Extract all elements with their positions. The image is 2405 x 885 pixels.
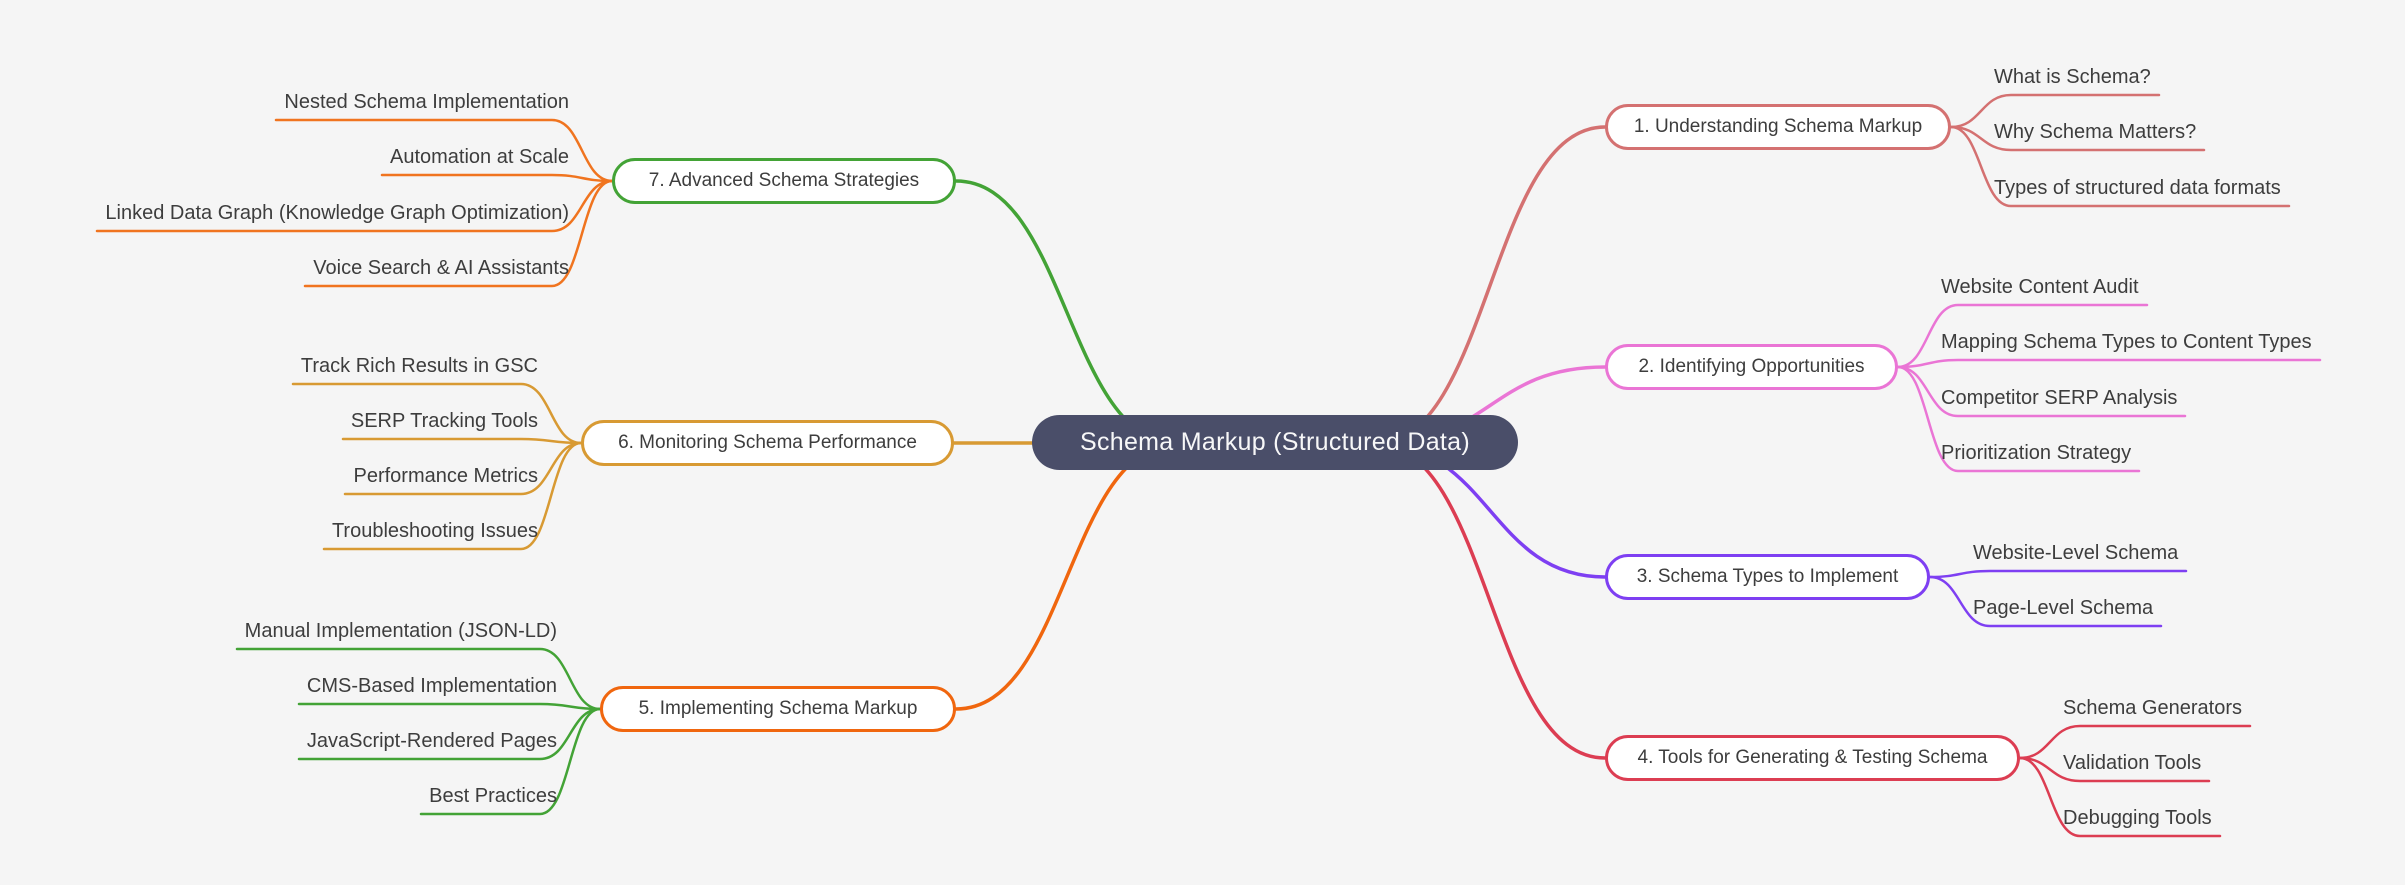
child-link-2-3 bbox=[1896, 365, 2187, 418]
branch-node-2[interactable]: 2. Identifying Opportunities bbox=[1605, 344, 1898, 390]
child-topic-6-2: SERP Tracking Tools bbox=[350, 410, 538, 432]
branch-node-6[interactable]: 6. Monitoring Schema Performance bbox=[581, 420, 954, 466]
child-link-6-3 bbox=[343, 441, 583, 496]
root-link-1 bbox=[1373, 125, 1607, 446]
child-link-6-1 bbox=[291, 382, 583, 445]
child-topic-5-4: Best Practices bbox=[429, 785, 557, 807]
child-topic-4-2: Validation Tools bbox=[2063, 752, 2202, 774]
child-link-5-2 bbox=[297, 702, 602, 711]
child-link-6-2 bbox=[341, 437, 583, 445]
child-topic-1-1: What is Schema? bbox=[1994, 66, 2151, 88]
child-link-2-1 bbox=[1896, 303, 2149, 369]
central-node[interactable]: Schema Markup (Structured Data) bbox=[1032, 415, 1518, 470]
root-link-7 bbox=[954, 179, 1180, 446]
child-link-7-3 bbox=[95, 179, 614, 233]
child-link-4-3 bbox=[2018, 756, 2222, 838]
child-topic-6-1: Track Rich Results in GSC bbox=[300, 355, 538, 377]
child-topic-4-3: Debugging Tools bbox=[2063, 807, 2212, 829]
branch-node-4[interactable]: 4. Tools for Generating & Testing Schema bbox=[1605, 735, 2020, 781]
child-link-3-1 bbox=[1928, 569, 2188, 579]
child-link-4-1 bbox=[2018, 724, 2252, 760]
child-topic-4-1: Schema Generators bbox=[2063, 697, 2242, 719]
child-topic-2-2: Mapping Schema Types to Content Types bbox=[1941, 331, 2312, 353]
child-link-2-4 bbox=[1896, 365, 2141, 473]
child-topic-1-3: Types of structured data formats bbox=[1994, 177, 2281, 199]
branch-node-1[interactable]: 1. Understanding Schema Markup bbox=[1605, 104, 1951, 150]
child-topic-2-1: Website Content Audit bbox=[1941, 276, 2139, 298]
child-topic-6-3: Performance Metrics bbox=[353, 465, 539, 487]
child-link-7-1 bbox=[274, 118, 614, 183]
child-link-7-2 bbox=[380, 173, 614, 183]
child-link-5-3 bbox=[297, 707, 602, 761]
child-link-5-4 bbox=[419, 707, 602, 816]
child-topic-7-4: Voice Search & AI Assistants bbox=[313, 257, 569, 279]
child-link-4-2 bbox=[2018, 756, 2211, 783]
child-topic-3-2: Page-Level Schema bbox=[1973, 597, 2154, 619]
branch-node-7[interactable]: 7. Advanced Schema Strategies bbox=[612, 158, 956, 204]
child-link-2-2 bbox=[1896, 358, 2322, 369]
child-topic-1-2: Why Schema Matters? bbox=[1994, 121, 2197, 143]
child-topic-7-1: Nested Schema Implementation bbox=[284, 91, 569, 113]
child-link-1-3 bbox=[1949, 125, 2291, 208]
root-link-5 bbox=[954, 442, 1180, 711]
child-link-5-1 bbox=[235, 647, 602, 711]
child-link-3-2 bbox=[1928, 575, 2163, 628]
root-link-4 bbox=[1373, 442, 1607, 760]
child-link-1-1 bbox=[1949, 93, 2161, 129]
child-link-1-2 bbox=[1949, 125, 2206, 152]
child-link-6-4 bbox=[322, 441, 583, 551]
branch-node-3[interactable]: 3. Schema Types to Implement bbox=[1605, 554, 1930, 600]
child-topic-3-1: Website-Level Schema bbox=[1973, 542, 2179, 564]
branch-node-5[interactable]: 5. Implementing Schema Markup bbox=[600, 686, 956, 732]
child-topic-5-3: JavaScript-Rendered Pages bbox=[306, 730, 557, 752]
child-topic-2-4: Prioritization Strategy bbox=[1941, 442, 2132, 464]
child-topic-5-2: CMS-Based Implementation bbox=[306, 675, 557, 697]
child-topic-7-2: Automation at Scale bbox=[390, 146, 569, 168]
child-topic-5-1: Manual Implementation (JSON-LD) bbox=[244, 620, 557, 642]
child-topic-2-3: Competitor SERP Analysis bbox=[1941, 387, 2178, 409]
child-topic-6-4: Troubleshooting Issues bbox=[331, 520, 538, 542]
child-topic-7-3: Linked Data Graph (Knowledge Graph Optim… bbox=[105, 202, 569, 224]
child-link-7-4 bbox=[303, 179, 614, 288]
